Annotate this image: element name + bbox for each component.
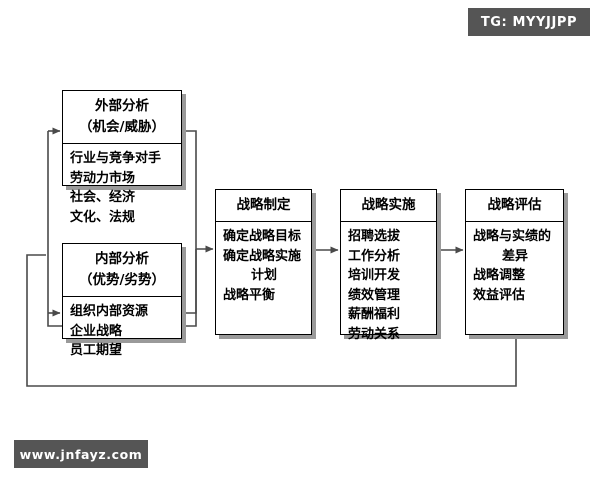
box-strategy-evaluation-body: 战略与实绩的 差异 战略调整 效益评估	[466, 222, 563, 311]
box-external-analysis-title: 外部分析	[95, 98, 149, 114]
list-item: 社会、经济	[70, 190, 136, 205]
box-strategy-evaluation[interactable]: 战略评估 战略与实绩的 差异 战略调整 效益评估	[465, 189, 564, 335]
list-item: 企业战略	[70, 323, 123, 339]
box-strategy-implementation[interactable]: 战略实施 招聘选拔 工作分析 培训开发 绩效管理 薪酬福利 劳动关系	[340, 189, 437, 342]
list-item: 差异	[501, 248, 528, 264]
box-strategy-formulation[interactable]: 战略制定 确定战略目标 确定战略实施 计划 战略平衡	[215, 189, 312, 335]
box-strategy-implementation-header: 战略实施	[341, 190, 436, 222]
box-strategy-formulation-header: 战略制定	[216, 190, 311, 222]
list-item: 文化、法规	[70, 209, 136, 225]
list-item: 战略调整	[473, 268, 526, 283]
box-external-analysis[interactable]: 外部分析 （机会/威胁） 行业与竞争对手 劳动力市场 社会、经济 文化、法规	[62, 90, 182, 225]
box-internal-analysis-title: 内部分析	[95, 251, 149, 267]
box-external-analysis-subtitle: （机会/威胁）	[79, 119, 165, 135]
list-item: 员工期望	[70, 343, 123, 358]
box-internal-analysis[interactable]: 内部分析 （优势/劣势） 组织内部资源 企业战略 员工期望	[62, 243, 182, 358]
box-external-analysis-body: 行业与竞争对手 劳动力市场 社会、经济 文化、法规	[63, 144, 181, 233]
list-item: 培训开发	[348, 268, 401, 283]
watermark-top-badge: TG: MYYJJPP	[468, 8, 590, 36]
connector-evaluation-feedback-loop	[26, 254, 517, 387]
box-strategy-formulation-body: 确定战略目标 确定战略实施 计划 战略平衡	[216, 222, 311, 311]
connector-external-to-formulation	[182, 130, 197, 249]
list-item: 效益评估	[473, 287, 526, 303]
box-external-analysis-header: 外部分析 （机会/威胁）	[63, 91, 181, 144]
box-strategy-implementation-title: 战略实施	[361, 197, 416, 213]
box-strategy-evaluation-header: 战略评估	[466, 190, 563, 222]
box-strategy-evaluation-title: 战略评估	[487, 197, 542, 213]
list-item: 战略平衡	[223, 287, 276, 303]
connector-internal-to-formulation	[182, 249, 197, 314]
list-item: 绩效管理	[348, 287, 401, 303]
box-internal-analysis-body: 组织内部资源 企业战略 员工期望	[63, 297, 181, 367]
list-item: 行业与竞争对手	[70, 151, 162, 166]
box-internal-analysis-header: 内部分析 （优势/劣势）	[63, 244, 181, 297]
list-item: 薪酬福利	[348, 307, 401, 322]
list-item: 计划	[250, 268, 277, 283]
list-item: 工作分析	[348, 248, 401, 264]
box-strategy-formulation-title: 战略制定	[236, 197, 291, 213]
list-item: 确定战略实施	[223, 248, 302, 264]
list-item: 劳动关系	[348, 326, 401, 342]
list-item: 劳动力市场	[70, 170, 136, 186]
list-item: 组织内部资源	[70, 304, 149, 319]
list-item: 确定战略目标	[223, 229, 302, 244]
list-item: 战略与实绩的	[473, 229, 552, 244]
box-strategy-implementation-body: 招聘选拔 工作分析 培训开发 绩效管理 薪酬福利 劳动关系	[341, 222, 436, 350]
list-item: 招聘选拔	[348, 229, 401, 244]
watermark-bottom-badge: www.jnfayz.com	[14, 440, 148, 468]
watermark-bottom-badge-text: www.jnfayz.com	[19, 446, 143, 462]
box-internal-analysis-subtitle: （优势/劣势）	[79, 272, 165, 288]
watermark-top-badge-text: TG: MYYJJPP	[480, 14, 578, 30]
